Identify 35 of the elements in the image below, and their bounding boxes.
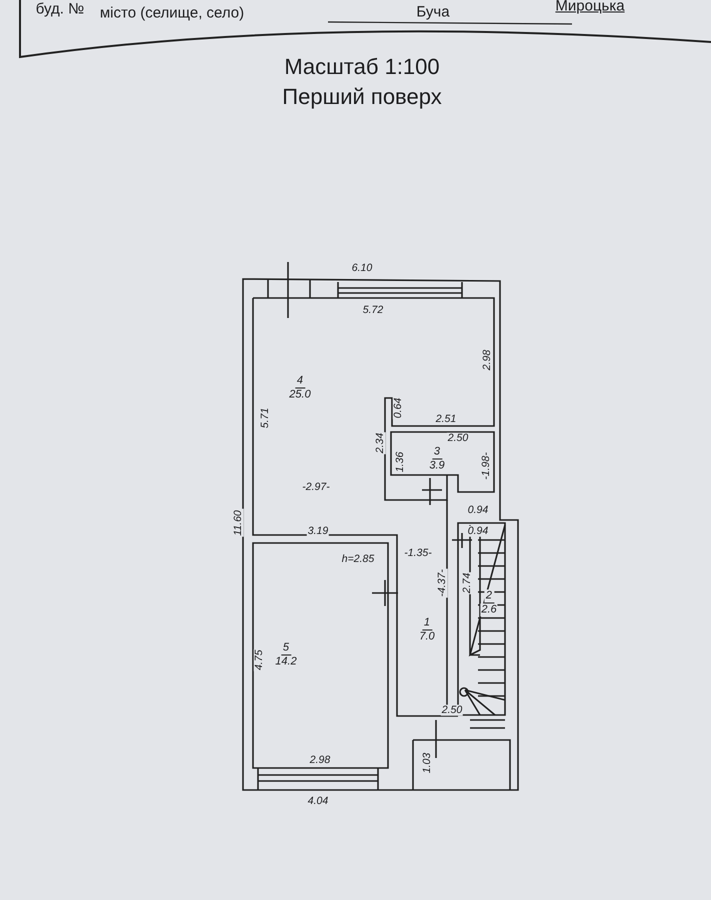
- form-field-text: Мироцька: [555, 0, 625, 14]
- room-number: 5: [280, 642, 292, 656]
- room-number: 3: [432, 446, 442, 460]
- room-area: 2.6: [480, 604, 498, 616]
- dimension-label: 1.03: [422, 752, 432, 774]
- dimension-label: 4.75: [254, 648, 264, 672]
- dimension-label: -2.97-: [301, 482, 331, 492]
- dimension-label: 2.50: [446, 432, 470, 444]
- dimension-label: -1.98-: [480, 451, 492, 481]
- dimension-label: 2.34: [374, 432, 386, 454]
- room-number: 4: [294, 374, 306, 388]
- dimension-label: 6.10: [350, 262, 374, 274]
- form-field-text: Буча: [416, 4, 450, 20]
- dimension-label: 2.50: [440, 704, 464, 716]
- dimension-label: -4.37-: [436, 568, 448, 598]
- title: Масштаб 1:100 Перший поверх: [281, 53, 443, 111]
- dimension-label: 4.04: [306, 796, 330, 806]
- dimension-label: 2.74: [462, 572, 472, 594]
- form-field-text: місто (селище, село): [100, 6, 244, 20]
- dimension-label: 5.72: [362, 304, 384, 316]
- dimension-label: 2.98: [482, 348, 492, 372]
- dimension-label: 0.94: [466, 526, 490, 536]
- room-number: 1: [422, 616, 432, 630]
- dimension-label: 5.71: [260, 406, 270, 430]
- dimension-label: 2.98: [308, 754, 332, 766]
- dimension-label: 0.64: [392, 396, 404, 420]
- dimension-label: 11.60: [232, 509, 244, 537]
- form-field-text: буд. №: [36, 2, 84, 16]
- room-number: 2: [484, 590, 494, 604]
- dimension-label: 1.36: [394, 450, 406, 474]
- dimension-label: 0.94: [466, 504, 490, 516]
- dimension-label: h=2.85: [340, 554, 376, 564]
- dimension-label: 3.19: [306, 526, 330, 536]
- dimension-label: -1.35-: [403, 548, 433, 558]
- dimension-label: 2.51: [434, 414, 458, 424]
